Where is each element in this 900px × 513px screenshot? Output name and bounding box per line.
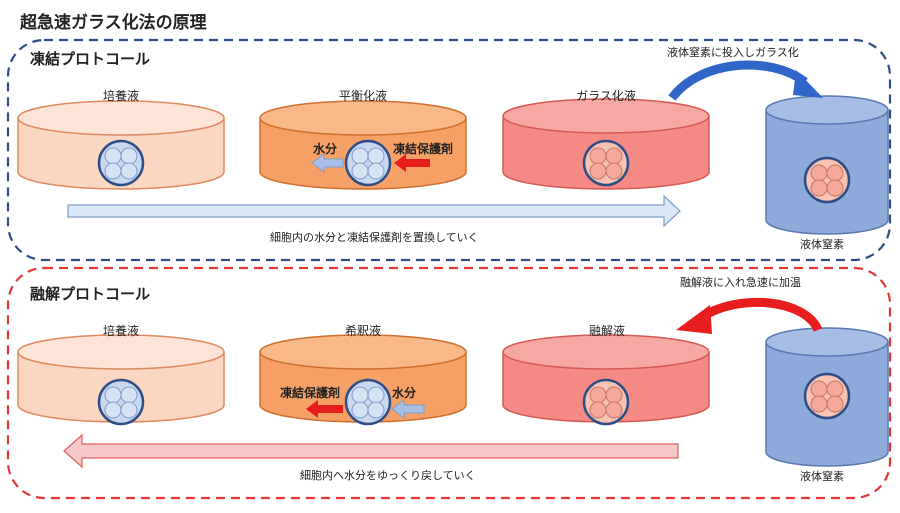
freezing-water-label: 水分: [313, 142, 338, 156]
thawing-process-arrow: [63, 433, 679, 469]
thawing-water-label: 水分: [392, 386, 417, 400]
transfer-from-tank-arrow: [676, 297, 823, 334]
thawing-frame: [6, 266, 892, 500]
freezing-dish1-label: 培養液: [102, 89, 139, 103]
cryo-in-arrow-icon: [394, 154, 430, 172]
embryo-icon: [97, 139, 145, 187]
embryo-icon: [582, 139, 630, 187]
freezing-transfer-label: 液体窒素に投入しガラス化: [667, 46, 799, 59]
transfer-to-tank-arrow: [668, 60, 823, 101]
freezing-dish-equilibration: [259, 100, 467, 190]
water-out-arrow-icon: [311, 153, 344, 173]
cryo-out-arrow-icon: [306, 400, 343, 418]
thawing-heading: 融解プロトコール: [30, 285, 151, 303]
freezing-tank-label: 液体窒素: [800, 238, 844, 251]
embryo-icon: [344, 378, 392, 426]
water-in-arrow-icon: [391, 399, 425, 419]
embryo-icon: [97, 378, 145, 426]
embryo-icon: [803, 372, 851, 420]
embryo-icon: [344, 139, 392, 187]
embryo-icon: [582, 378, 630, 426]
thawing-dish1-label: 培養液: [102, 324, 139, 338]
thawing-arrow-caption: 細胞内へ水分をゆっくり戻していく: [300, 469, 476, 482]
thawing-transfer-label: 融解液に入れ急速に加温: [680, 276, 801, 289]
freezing-heading: 凍結プロトコール: [30, 50, 151, 68]
embryo-icon: [803, 156, 851, 204]
freezing-frame: [6, 38, 892, 262]
freezing-dish2-label: 平衡化液: [338, 89, 387, 103]
freezing-arrow-caption: 細胞内の水分と凍結保護剤を置換していく: [270, 231, 479, 244]
thawing-dish2-label: 希釈液: [344, 324, 381, 338]
thawing-dish3-label: 融解液: [588, 324, 625, 338]
freezing-dish3-label: ガラス化液: [576, 89, 636, 103]
thawing-tank-label: 液体窒素: [800, 470, 844, 483]
page-title: 超急速ガラス化法の原理: [20, 13, 207, 33]
thawing-cryo-label: 凍結保護剤: [280, 386, 341, 400]
freezing-process-arrow: [67, 194, 681, 228]
freezing-cryo-label: 凍結保護剤: [393, 142, 454, 156]
